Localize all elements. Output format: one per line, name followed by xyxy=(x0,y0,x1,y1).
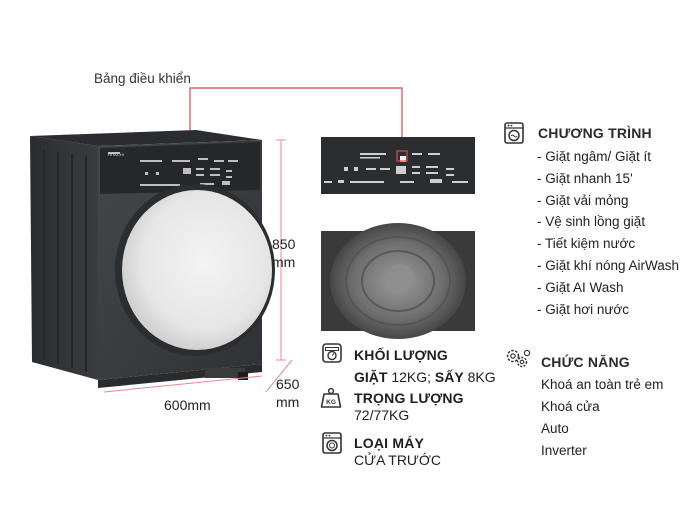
programs-title: CHƯƠNG TRÌNH xyxy=(538,125,652,141)
brand-text: HITACHI xyxy=(108,152,124,157)
wash-value: 12KG; xyxy=(387,369,432,385)
programs-list: - Giặt ngâm/ Giặt ít - Giặt nhanh 15' - … xyxy=(537,146,679,320)
scale-icon xyxy=(322,343,342,363)
function-item: Khoá an toàn trẻ em xyxy=(541,377,664,392)
washer-body xyxy=(30,130,275,388)
gears-icon xyxy=(505,347,531,371)
weight-kg-icon-text: KG xyxy=(326,399,336,406)
washer-program-icon xyxy=(504,122,524,144)
front-load-washer-icon xyxy=(322,432,342,454)
machine-type-value: CỬA TRƯỚC xyxy=(354,452,442,468)
depth-dimension-value: 650 xyxy=(276,376,300,392)
weight-kg-icon: KG xyxy=(320,387,342,409)
control-panel-closeup xyxy=(321,137,475,194)
depth-dimension-unit: mm xyxy=(276,394,300,410)
program-item: - Giặt khí nóng AirWash xyxy=(537,257,680,273)
program-item: - Giặt ngâm/ Giặt ít xyxy=(537,149,652,164)
program-item: - Vệ sinh lồng giặt xyxy=(537,214,646,230)
program-item: - Giặt hơi nước xyxy=(537,301,630,317)
width-dimension-line xyxy=(103,375,263,393)
functions-list: Khoá an toàn trẻ em Khoá cửa Auto Invert… xyxy=(541,374,663,462)
program-item: - Giặt AI Wash xyxy=(537,279,624,295)
net-weight-value: 72/77KG xyxy=(354,407,410,423)
height-dimension-value: 850 xyxy=(272,236,296,252)
net-weight-title: TRỌNG LƯỢNG xyxy=(354,390,464,406)
machine-type-title: LOẠI MÁY xyxy=(354,435,425,451)
depth-dimension-line xyxy=(265,359,293,393)
height-dimension-unit: mm xyxy=(272,254,296,270)
function-item: Auto xyxy=(541,421,569,436)
program-item: - Giặt vải mỏng xyxy=(537,192,629,208)
function-item: Inverter xyxy=(541,443,587,458)
weight-capacity-title: KHỐI LƯỢNG xyxy=(354,347,448,363)
weight-capacity-value: GIẶT 12KG; SẤY 8KG xyxy=(354,369,496,385)
wash-label: GIẶT xyxy=(354,369,388,385)
function-item: Khoá cửa xyxy=(541,399,600,414)
functions-title: CHỨC NĂNG xyxy=(541,354,630,370)
program-item: - Giặt nhanh 15' xyxy=(537,170,633,186)
drum-closeup xyxy=(321,223,475,339)
control-panel-label: Bảng điều khiển xyxy=(94,71,191,86)
width-dimension-label: 600mm xyxy=(164,397,211,413)
dry-value: 8KG xyxy=(463,369,496,385)
height-dimension-line xyxy=(276,139,286,361)
dry-label: SẤY xyxy=(431,369,464,385)
program-item: - Tiết kiệm nước xyxy=(537,236,636,252)
